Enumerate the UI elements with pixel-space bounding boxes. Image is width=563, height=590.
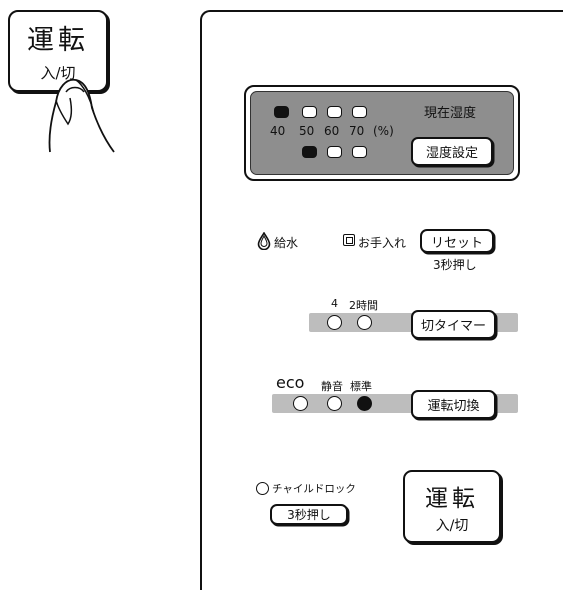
humidity-bottom-led <box>327 146 342 158</box>
child-lock-label: チャイルドロック <box>272 483 356 495</box>
child-lock-button[interactable]: 3秒押し <box>270 504 348 525</box>
humidity-scale-label: 60 <box>324 124 340 138</box>
timer-indicator <box>327 315 342 330</box>
humidity-top-led <box>302 106 317 118</box>
reset-button[interactable]: リセット <box>420 229 494 253</box>
mode-option-label: eco <box>276 373 305 392</box>
mode-indicator <box>293 396 308 411</box>
timer-option-label: 2時間 <box>349 299 378 312</box>
care-label: お手入れ <box>358 236 407 250</box>
humidity-scale-label: 50 <box>299 124 315 138</box>
hand-button-title: 運転 <box>27 25 89 56</box>
power-button-subtitle: 入/切 <box>435 518 469 534</box>
mode-option-label: 静音 <box>321 380 343 393</box>
care-lamp-icon <box>343 234 355 246</box>
mode-switch-button[interactable]: 運転切換 <box>411 390 496 419</box>
humidity-set-button[interactable]: 湿度設定 <box>411 137 493 166</box>
water-drop-icon <box>257 232 271 250</box>
timer-option-label: 4 <box>331 297 338 310</box>
humidity-bottom-led <box>302 146 317 158</box>
humidity-top-led <box>352 106 367 118</box>
humidity-scale-label: (%) <box>373 124 394 138</box>
current-humidity-label: 現在湿度 <box>424 106 477 121</box>
hand-button-subtitle: 入/切 <box>40 64 76 82</box>
mode-option-label: 標準 <box>350 380 372 393</box>
humidity-top-led <box>327 106 342 118</box>
power-button[interactable]: 運転 入/切 <box>403 470 501 543</box>
off-timer-button[interactable]: 切タイマー <box>411 310 496 339</box>
child-lock-indicator <box>256 482 269 495</box>
humidity-scale-label: 70 <box>349 124 365 138</box>
humidity-top-led <box>274 106 289 118</box>
power-button-title: 運転 <box>425 486 479 512</box>
water-label: 給水 <box>274 236 299 250</box>
control-panel <box>200 10 563 590</box>
humidity-scale-label: 40 <box>270 124 286 138</box>
reset-hint: 3秒押し <box>433 258 477 272</box>
timer-indicator <box>357 315 372 330</box>
humidity-bottom-led <box>352 146 367 158</box>
mode-indicator <box>327 396 342 411</box>
pointing-finger-icon <box>48 78 115 153</box>
hand-illustration-button: 運転 入/切 <box>8 10 108 92</box>
mode-indicator <box>357 396 372 411</box>
